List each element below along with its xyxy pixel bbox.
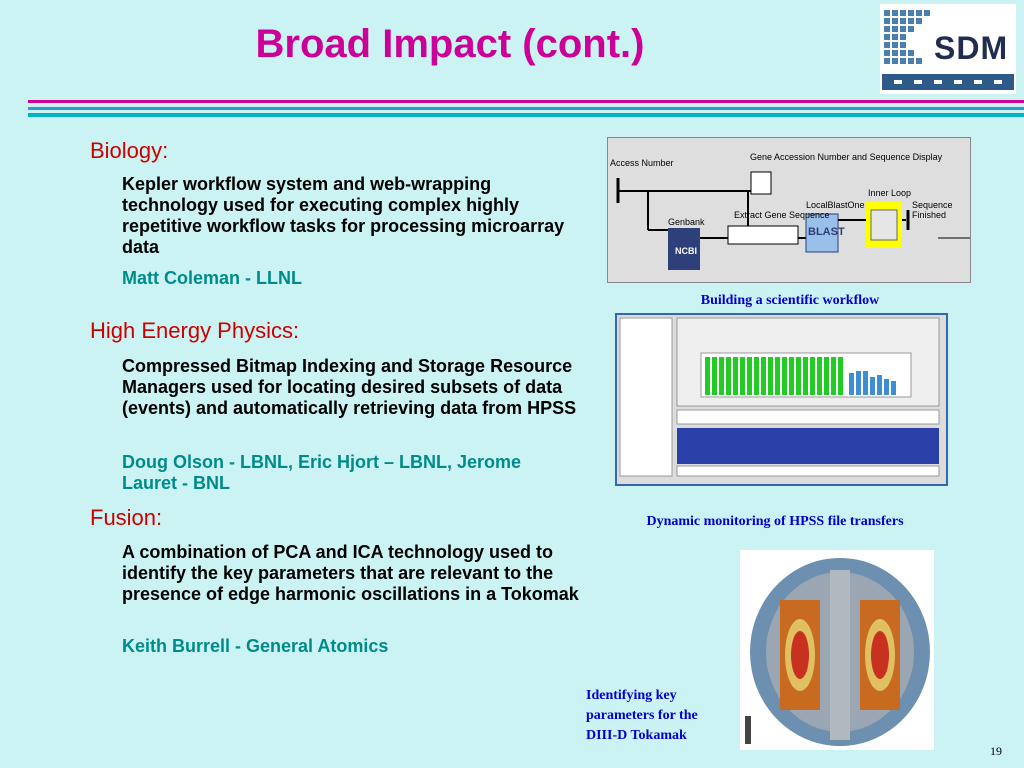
section-credit-hep: Doug Olson - LBNL, Eric Hjort – LBNL, Je… [122,452,522,493]
hpss-monitor-graphic [619,317,940,477]
section-body-fusion: A combination of PCA and ICA technology … [122,542,579,604]
monitoring-caption: Dynamic monitoring of HPSS file transfer… [646,514,904,529]
workflow-label-local-blast: LocalBlastOne [806,200,865,210]
sdm-logo: SDM [880,4,1016,94]
kepler-workflow-image: Access Number Gene Accession Number and … [607,137,971,283]
slide-title: Broad Impact (cont.) [255,22,645,66]
workflow-caption: Building a scientific workflow [700,293,880,308]
workflow-diagram [616,171,970,270]
hpss-monitor-image [615,313,948,486]
workflow-label-seq-finished: Sequence Finished [912,200,953,220]
workflow-label-genbank: Genbank [668,217,705,227]
page-number: 19 [990,744,1002,758]
sdm-logo-text: SDM [934,30,1009,66]
workflow-label-blast: BLAST [808,226,845,238]
sdm-logo-graphic [882,10,1014,90]
workflow-label-ncbi: NCBI [675,246,697,256]
section-body-biology: Kepler workflow system and web-wrapping … [122,174,565,257]
section-heading-hep: High Energy Physics: [90,318,300,343]
section-body-hep: Compressed Bitmap Indexing and Storage R… [122,356,577,418]
tokamak-graphic [745,558,930,746]
section-credit-biology: Matt Coleman - LLNL [122,268,302,288]
workflow-label-inner-loop: Inner Loop [868,188,912,198]
section-heading-fusion: Fusion: [90,505,163,530]
workflow-label-extract: Extract Gene Sequence [734,210,830,220]
workflow-label-access-number: Access Number [610,158,674,168]
title-divider [28,100,1024,117]
tokamak-image [740,550,934,750]
tokamak-caption-line-1: Identifying key [586,688,677,703]
tokamak-caption-line-2: parameters for the [586,708,698,723]
section-credit-fusion: Keith Burrell - General Atomics [122,636,389,656]
section-heading-biology: Biology: [90,138,169,163]
workflow-label-gene-display: Gene Accession Number and Sequence Displ… [750,152,943,162]
tokamak-caption-line-3: DIII-D Tokamak [586,728,687,743]
